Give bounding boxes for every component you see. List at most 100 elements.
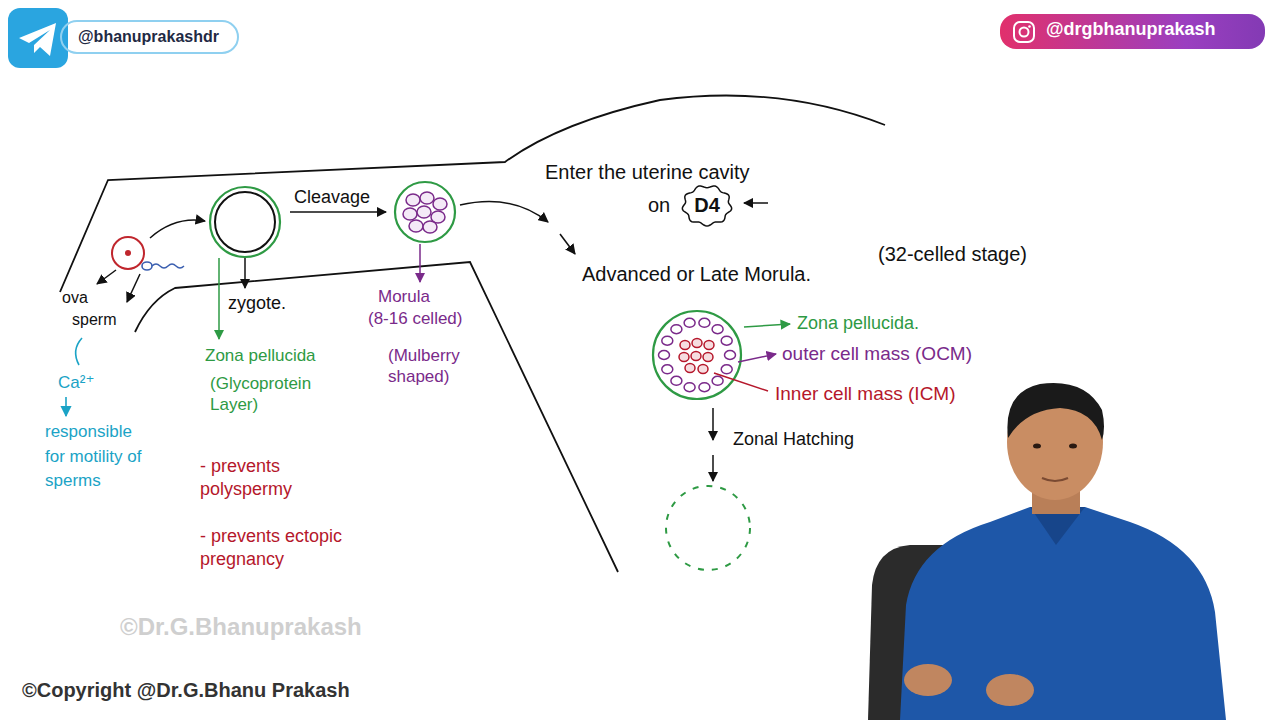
cell — [409, 220, 423, 232]
leader-arrow — [127, 274, 140, 302]
cell — [403, 208, 417, 220]
cell — [406, 194, 420, 206]
stage-note: (8-16 celled) — [368, 308, 463, 329]
cell — [698, 365, 708, 374]
telegram-handle-badge: @bhanuprakashdr — [60, 20, 239, 54]
sperm-tail — [152, 264, 184, 268]
cell — [703, 353, 713, 362]
instagram-icon — [1028, 25, 1031, 28]
ion-label: Ca²⁺ — [58, 372, 94, 393]
cell — [662, 365, 673, 374]
zona-pellucida — [210, 187, 280, 257]
zygote-cell — [215, 192, 275, 252]
cloud-outline — [682, 186, 731, 226]
zona-pellucida — [395, 182, 455, 242]
part-label: outer cell mass (OCM) — [782, 342, 972, 366]
cell — [721, 365, 732, 374]
node-text: @bhanuprakashdr — [78, 28, 219, 46]
telegram-icon — [8, 8, 68, 68]
outer-cell-mass — [659, 318, 736, 391]
part-note: (Glycoprotein Layer) — [210, 373, 340, 416]
instagram-icon — [1012, 20, 1036, 44]
leader-arrow — [744, 324, 790, 327]
stage-note: (32-celled stage) — [878, 242, 1027, 267]
cell — [420, 192, 434, 204]
stage-note: (Mulberry shaped) — [388, 345, 488, 388]
note-text: on — [648, 193, 670, 218]
flow-arrow — [290, 211, 386, 213]
process-label: Cleavage — [294, 186, 370, 209]
stage-label: zygote. — [228, 292, 286, 315]
cell — [684, 318, 695, 327]
telegram-plane — [19, 23, 56, 56]
function-note: - prevents polyspermy — [200, 455, 330, 500]
cell — [699, 383, 710, 392]
cell — [433, 198, 447, 210]
inner-cell-mass — [679, 339, 714, 374]
cell — [417, 206, 431, 218]
cell — [699, 318, 710, 327]
presenter-hair — [1007, 383, 1104, 440]
pointer-arrow — [744, 202, 768, 204]
sperm-head — [142, 262, 152, 270]
cell — [659, 351, 670, 360]
hatched-zona — [666, 486, 750, 570]
cell — [671, 376, 682, 385]
bracket — [76, 338, 82, 365]
watermark: ©Dr.G.Bhanuprakash — [120, 612, 362, 642]
function-note: - prevents ectopic pregnancy — [200, 525, 390, 570]
flow-arrow — [460, 201, 548, 222]
leader-arrow — [97, 270, 116, 284]
presenter-hand — [904, 664, 952, 696]
presenter-mouth — [1042, 478, 1068, 481]
process-label: Zonal Hatching — [733, 428, 854, 451]
presenter-eye — [1069, 444, 1077, 449]
ovum-nucleus — [125, 250, 131, 256]
instagram-icon — [1020, 27, 1029, 36]
cell — [691, 352, 701, 361]
leader-arrow — [419, 244, 421, 282]
cell — [671, 325, 682, 334]
tube-wall — [60, 96, 885, 292]
day-cloud: D4 — [679, 182, 735, 229]
ovum — [112, 237, 144, 269]
cell — [662, 336, 673, 345]
presenter-hand — [986, 674, 1034, 706]
part-label: Zona pellucida. — [797, 312, 919, 335]
cell — [712, 325, 723, 334]
cell — [423, 221, 437, 233]
copyright-text: ©Copyright @Dr.G.Bhanu Prakash — [22, 678, 350, 703]
part-label: Zona pellucida — [205, 345, 316, 366]
stage-label: Morula — [378, 286, 430, 307]
instagram-handle-badge: @drgbhanuprakash — [1000, 14, 1265, 49]
cell — [725, 351, 736, 360]
cell — [679, 353, 689, 362]
flow-arrow — [560, 234, 575, 254]
presenter-head — [1007, 384, 1103, 500]
note-text: Enter the uterine cavity — [545, 160, 750, 185]
flow-arrow — [150, 220, 205, 238]
cell — [684, 383, 695, 392]
cell — [712, 376, 723, 385]
node-text: @drgbhanuprakash — [1046, 19, 1216, 40]
tube-wall — [135, 262, 618, 572]
morula-cells — [403, 192, 447, 233]
instagram-icon — [1014, 22, 1034, 42]
leader-arrow — [244, 258, 246, 288]
cell — [685, 364, 695, 373]
node-text: D4 — [694, 194, 720, 217]
part-label: ova — [62, 288, 88, 308]
note-text: responsible for motility of sperms — [45, 420, 145, 494]
flow-arrow — [712, 455, 714, 481]
zona-pellucida — [653, 311, 741, 399]
part-label: Inner cell mass (ICM) — [775, 382, 956, 406]
cell — [721, 336, 732, 345]
flow-arrow — [712, 408, 714, 440]
leader-arrow — [218, 258, 220, 339]
leader-arrow — [738, 354, 776, 362]
cell — [692, 339, 702, 348]
presenter-eye — [1033, 444, 1041, 449]
leader-arrow — [65, 397, 67, 416]
